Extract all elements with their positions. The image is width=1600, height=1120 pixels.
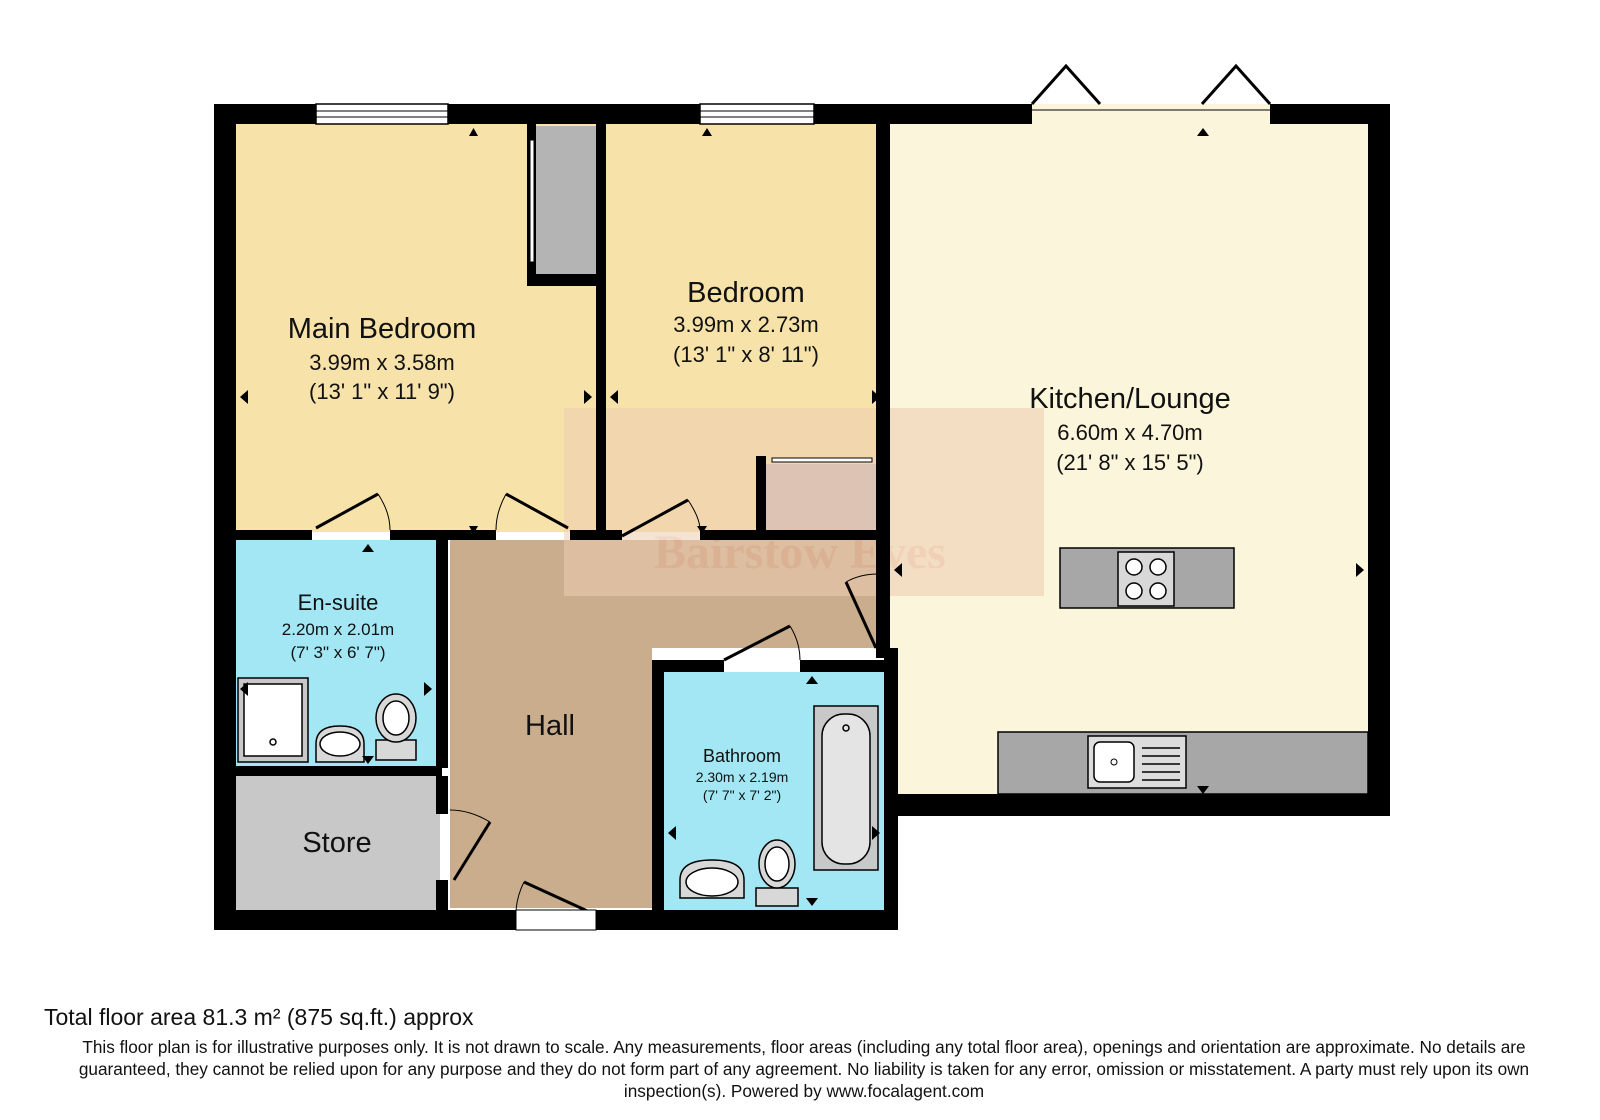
measurement-arrow-icon bbox=[1197, 786, 1209, 794]
measurement-arrow-icon bbox=[362, 544, 374, 552]
kitchen-lounge-name: Kitchen/Lounge bbox=[1029, 383, 1231, 415]
main-bedroom-name: Main Bedroom bbox=[288, 313, 477, 345]
measurement-arrow-icon bbox=[240, 682, 248, 696]
en-suite-metric: 2.20m x 2.01m bbox=[282, 620, 394, 639]
wardrobe-main bbox=[536, 126, 598, 274]
toilet-icon bbox=[375, 693, 417, 761]
bathroom-name: Bathroom bbox=[703, 746, 781, 766]
walls bbox=[214, 104, 1390, 930]
measurement-arrow-icon bbox=[362, 756, 374, 764]
measurement-arrow-icon bbox=[894, 563, 902, 577]
measurement-arrow-icon bbox=[872, 390, 880, 404]
door-swing-icon bbox=[844, 573, 879, 649]
measurement-arrow-icon bbox=[872, 826, 880, 840]
en-suite-imperial: (7' 3" x 6' 7") bbox=[290, 643, 385, 662]
measurement-markers bbox=[240, 128, 1364, 906]
measurement-arrow-icon bbox=[469, 526, 478, 534]
shower-tray-icon bbox=[237, 677, 309, 763]
measurement-arrow-icon bbox=[610, 390, 618, 404]
bathroom-imperial: (7' 7" x 7' 2") bbox=[703, 787, 781, 803]
measurement-arrow-icon bbox=[806, 676, 818, 684]
sink-icon bbox=[1087, 735, 1187, 789]
basin-icon bbox=[315, 725, 365, 763]
measurement-arrow-icon bbox=[806, 898, 818, 906]
window-icon bbox=[315, 103, 449, 125]
bedroom-metric: 3.99m x 2.73m bbox=[673, 312, 819, 337]
basin-icon bbox=[679, 859, 745, 899]
disclaimer: This floor plan is for illustrative purp… bbox=[78, 1037, 1530, 1101]
watermark: Bairstow Eves bbox=[564, 408, 1044, 596]
bathroom-metric: 2.30m x 2.19m bbox=[696, 769, 789, 785]
measurement-arrow-icon bbox=[584, 390, 592, 404]
bedroom-imperial: (13' 1" x 8' 11") bbox=[673, 342, 819, 367]
kitchen-lounge-metric: 6.60m x 4.70m bbox=[1057, 420, 1203, 445]
windows bbox=[315, 103, 1270, 125]
kitchen-worktop bbox=[997, 731, 1369, 795]
bath-icon bbox=[813, 705, 879, 871]
kitchen-island bbox=[1059, 547, 1235, 609]
kitchen-lounge-imperial: (21' 8" x 15' 5") bbox=[1056, 450, 1204, 475]
window-icon bbox=[699, 103, 815, 125]
store-area bbox=[236, 776, 440, 910]
main-bedroom-imperial: (13' 1" x 11' 9") bbox=[309, 379, 455, 404]
measurement-arrow-icon bbox=[697, 526, 707, 534]
en-suite-name: En-suite bbox=[298, 590, 379, 615]
measurement-arrow-icon bbox=[702, 128, 712, 136]
hall-name: Hall bbox=[525, 710, 575, 742]
door-swing-icon bbox=[723, 624, 801, 662]
door-swing-icon bbox=[449, 809, 492, 881]
door-swing-icon bbox=[495, 492, 569, 531]
wardrobe-rail bbox=[771, 457, 873, 463]
measurement-arrow-icon bbox=[240, 390, 248, 404]
fixtures bbox=[237, 547, 1369, 907]
door-swing-icon bbox=[315, 492, 391, 531]
measurement-arrow-icon bbox=[668, 826, 676, 840]
bedroom-name: Bedroom bbox=[687, 277, 805, 309]
hob-icon bbox=[1117, 551, 1175, 607]
room-labels: Main Bedroom 3.99m x 3.58m (13' 1" x 11'… bbox=[282, 277, 1231, 859]
store-name: Store bbox=[302, 827, 371, 859]
french-door-window-icon bbox=[1032, 104, 1270, 124]
door-swings bbox=[315, 63, 1272, 931]
measurement-arrow-icon bbox=[424, 682, 432, 696]
measurement-arrow-icon bbox=[469, 128, 478, 136]
wardrobe-rail bbox=[529, 139, 535, 263]
measurement-arrow-icon bbox=[1356, 563, 1364, 577]
total-floor-area: Total floor area 81.3 m² (875 sq.ft.) ap… bbox=[44, 1004, 474, 1030]
door-swing-icon bbox=[1030, 63, 1272, 106]
front-door-threshold bbox=[515, 909, 597, 931]
toilet-icon bbox=[755, 839, 799, 907]
main-bedroom-metric: 3.99m x 3.58m bbox=[309, 350, 455, 375]
measurement-arrow-icon bbox=[1197, 128, 1209, 136]
